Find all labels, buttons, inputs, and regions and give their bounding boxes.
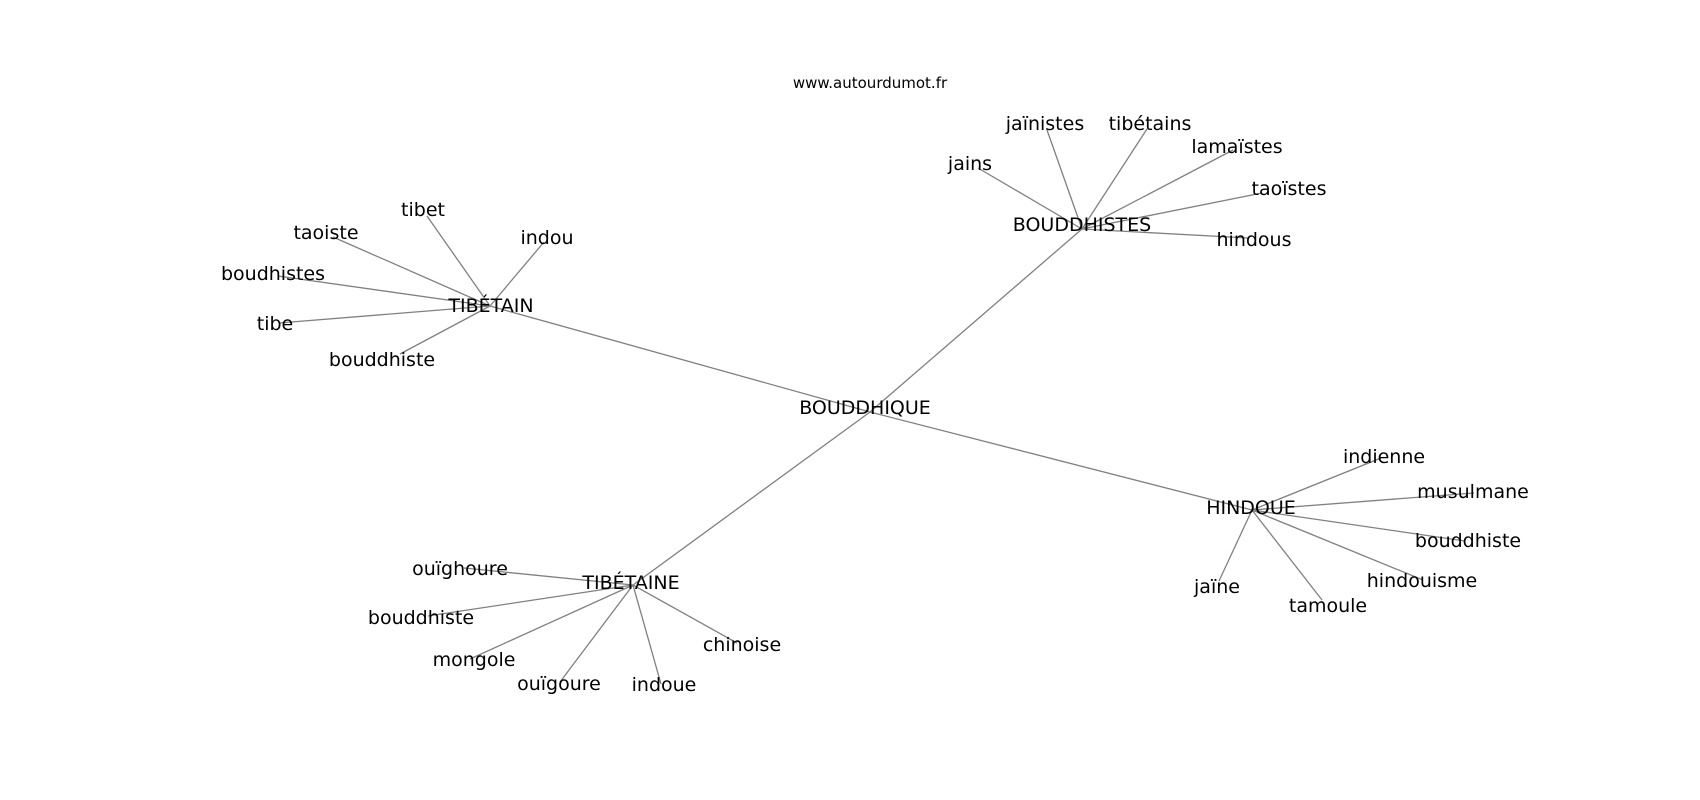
edge-tibetaine-ouighoure (463, 567, 634, 586)
node-label-taoistes: taoïstes (1252, 178, 1327, 200)
node-label-jains: jains (947, 153, 992, 175)
node-label-indienne: indienne (1343, 446, 1425, 468)
edge-bouddhique-tibetaine (632, 411, 871, 586)
edge-tibetaine-indoue (632, 584, 662, 685)
node-label-tibetains: tibétains (1109, 113, 1192, 135)
node-label-bouddhiste: bouddhiste (1415, 530, 1521, 552)
edge-bouddhique-tibetain (489, 305, 871, 413)
node-label-bouddhiste: bouddhiste (329, 349, 435, 371)
edge-tibetaine-ouigoure (559, 584, 634, 683)
node-label-ouigoure: ouïgoure (517, 673, 601, 695)
node-label-bouddhiste: bouddhiste (368, 607, 474, 629)
edge-tibetaine-chinoise (632, 584, 738, 644)
edge-bouddhistes-taoistes (1081, 192, 1263, 230)
node-label-mongole: mongole (433, 649, 516, 671)
edge-tibetain-bouddhiste (399, 305, 491, 355)
edge-bouddhique-bouddhistes (869, 228, 1083, 413)
node-label-indou: indou (520, 227, 573, 249)
edge-tibetain-taoiste (332, 236, 491, 307)
edge-bouddhistes-jainistes (1046, 129, 1083, 230)
node-label-hindous: hindous (1217, 229, 1292, 251)
edge-hindoue-tamoule (1251, 509, 1323, 601)
watermark-text: www.autourdumot.fr (793, 74, 948, 92)
node-label-hindoue: HINDOUE (1206, 497, 1296, 519)
node-label-indoue: indoue (632, 674, 697, 696)
node-label-jainistes: jaïnistes (1005, 113, 1084, 135)
edge-tibetaine-bouddhiste (427, 584, 634, 617)
node-label-taoiste: taoiste (293, 222, 358, 244)
edge-bouddhistes-lamaistes (1081, 149, 1234, 230)
edge-hindoue-hindouisme (1251, 509, 1424, 581)
edge-hindoue-musulmane (1251, 492, 1475, 511)
edge-hindoue-bouddhiste (1251, 509, 1466, 542)
edge-tibetain-tibe (278, 305, 491, 324)
edge-bouddhistes-tibetains (1081, 128, 1148, 230)
node-label-tibetaine: TIBÉTAINE (581, 571, 679, 594)
edge-tibetaine-mongole (469, 584, 634, 660)
node-label-bouddhistes: BOUDDHISTES (1013, 214, 1151, 236)
graph-nodes: BOUDDHIQUE BOUDDHISTES TIBÉTAIN HINDOUE TIBÉ… (221, 113, 1529, 696)
edge-tibetain-tibet (426, 215, 491, 307)
node-label-tibe: tibe (257, 313, 293, 335)
node-label-lamaistes: lamaïstes (1191, 136, 1282, 158)
node-label-boudhistes: boudhistes (221, 263, 325, 285)
node-label-tamoule: tamoule (1289, 595, 1367, 617)
edge-hindoue-jaine (1218, 509, 1253, 582)
node-label-tibet: tibet (401, 199, 445, 221)
edge-hindoue-indienne (1251, 457, 1382, 511)
edge-bouddhistes-jains (977, 167, 1083, 230)
node-label-jaine: jaïne (1193, 576, 1240, 598)
node-label-ouighoure: ouïghoure (412, 558, 508, 580)
node-label-chinoise: chinoise (703, 634, 781, 656)
node-label-bouddhique: BOUDDHIQUE (799, 397, 931, 419)
edge-tibetain-boudhistes (277, 275, 491, 307)
edge-bouddhique-hindoue (869, 411, 1253, 511)
graph-edges (277, 128, 1475, 685)
node-label-hindouisme: hindouisme (1367, 570, 1477, 592)
edge-tibetain-indou (489, 241, 545, 307)
edge-bouddhistes-hindous (1081, 228, 1249, 239)
node-label-tibetain: TIBÉTAIN (447, 294, 533, 317)
node-label-musulmane: musulmane (1417, 481, 1529, 503)
